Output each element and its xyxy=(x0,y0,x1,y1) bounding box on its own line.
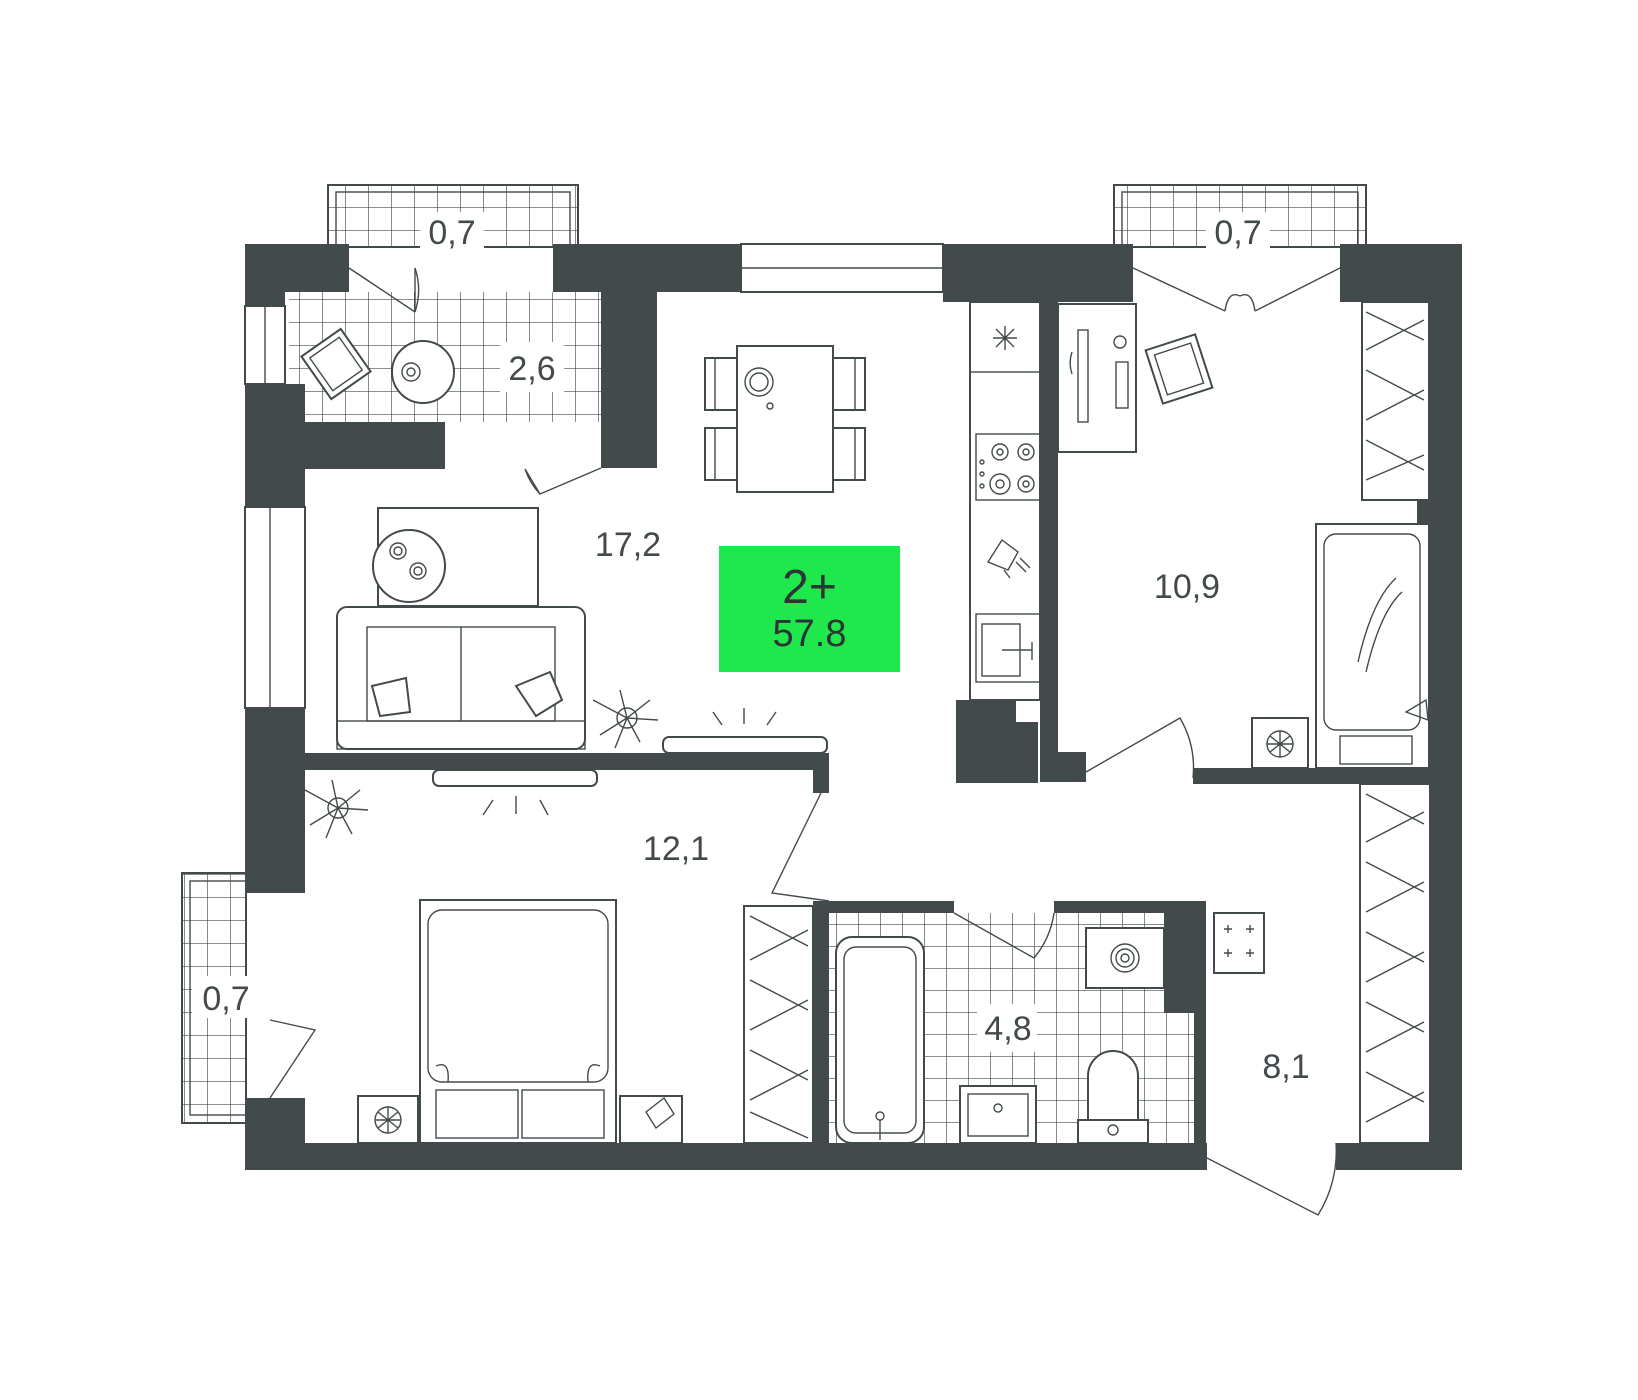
balcony-left-area: 0,7 xyxy=(202,980,249,1018)
bed-left-bedroom xyxy=(419,899,617,1144)
apartment-badge: 2+ 57.8 xyxy=(719,546,900,672)
nightstand-right-bedroom xyxy=(1251,717,1309,769)
balcony-left xyxy=(181,872,250,1124)
tv-stand-bedroom xyxy=(432,769,598,816)
dining-table xyxy=(704,345,866,493)
coffee-table xyxy=(372,507,539,607)
armchair-right-bedroom xyxy=(1144,333,1214,405)
bathtub xyxy=(835,936,925,1144)
bedroom-left-area: 12,1 xyxy=(643,830,709,868)
bathroom-area: 4,8 xyxy=(984,1010,1031,1048)
loggia-table xyxy=(391,340,455,404)
windows xyxy=(244,243,944,709)
tv-stand-living xyxy=(662,708,828,754)
loggia-area: 2,6 xyxy=(508,350,555,388)
rooms-count: 2+ xyxy=(782,561,837,614)
wardrobe-right-bedroom xyxy=(1361,301,1430,501)
living-kitchen-area: 17,2 xyxy=(595,526,661,564)
plant-icon-bedroom xyxy=(304,779,369,839)
electrical-panel xyxy=(1213,912,1265,974)
balcony-top-left xyxy=(327,184,579,248)
wardrobe-left-bedroom xyxy=(743,905,814,1144)
sink xyxy=(959,1085,1037,1144)
loggia-armchair xyxy=(300,327,372,401)
total-area: 57.8 xyxy=(772,613,847,655)
bedroom-right-area: 10,9 xyxy=(1154,568,1220,606)
bed-right-bedroom xyxy=(1315,523,1430,769)
balcony-top-left-area: 0,7 xyxy=(428,214,475,252)
balcony-top-right xyxy=(1113,184,1367,248)
walls xyxy=(245,244,1462,1170)
washing-machine xyxy=(1085,927,1165,989)
balcony-top-right-area: 0,7 xyxy=(1214,214,1261,252)
kitchen-counter xyxy=(969,301,1041,701)
doors xyxy=(269,267,1341,1216)
plant-icon-living xyxy=(592,689,659,749)
toilet xyxy=(1077,1050,1149,1144)
sofa xyxy=(336,606,586,750)
wardrobe-hallway xyxy=(1359,783,1431,1144)
nightstand-left-bedroom xyxy=(357,1095,683,1144)
desk-right-bedroom xyxy=(1057,303,1137,453)
hallway-area: 8,1 xyxy=(1262,1048,1309,1086)
